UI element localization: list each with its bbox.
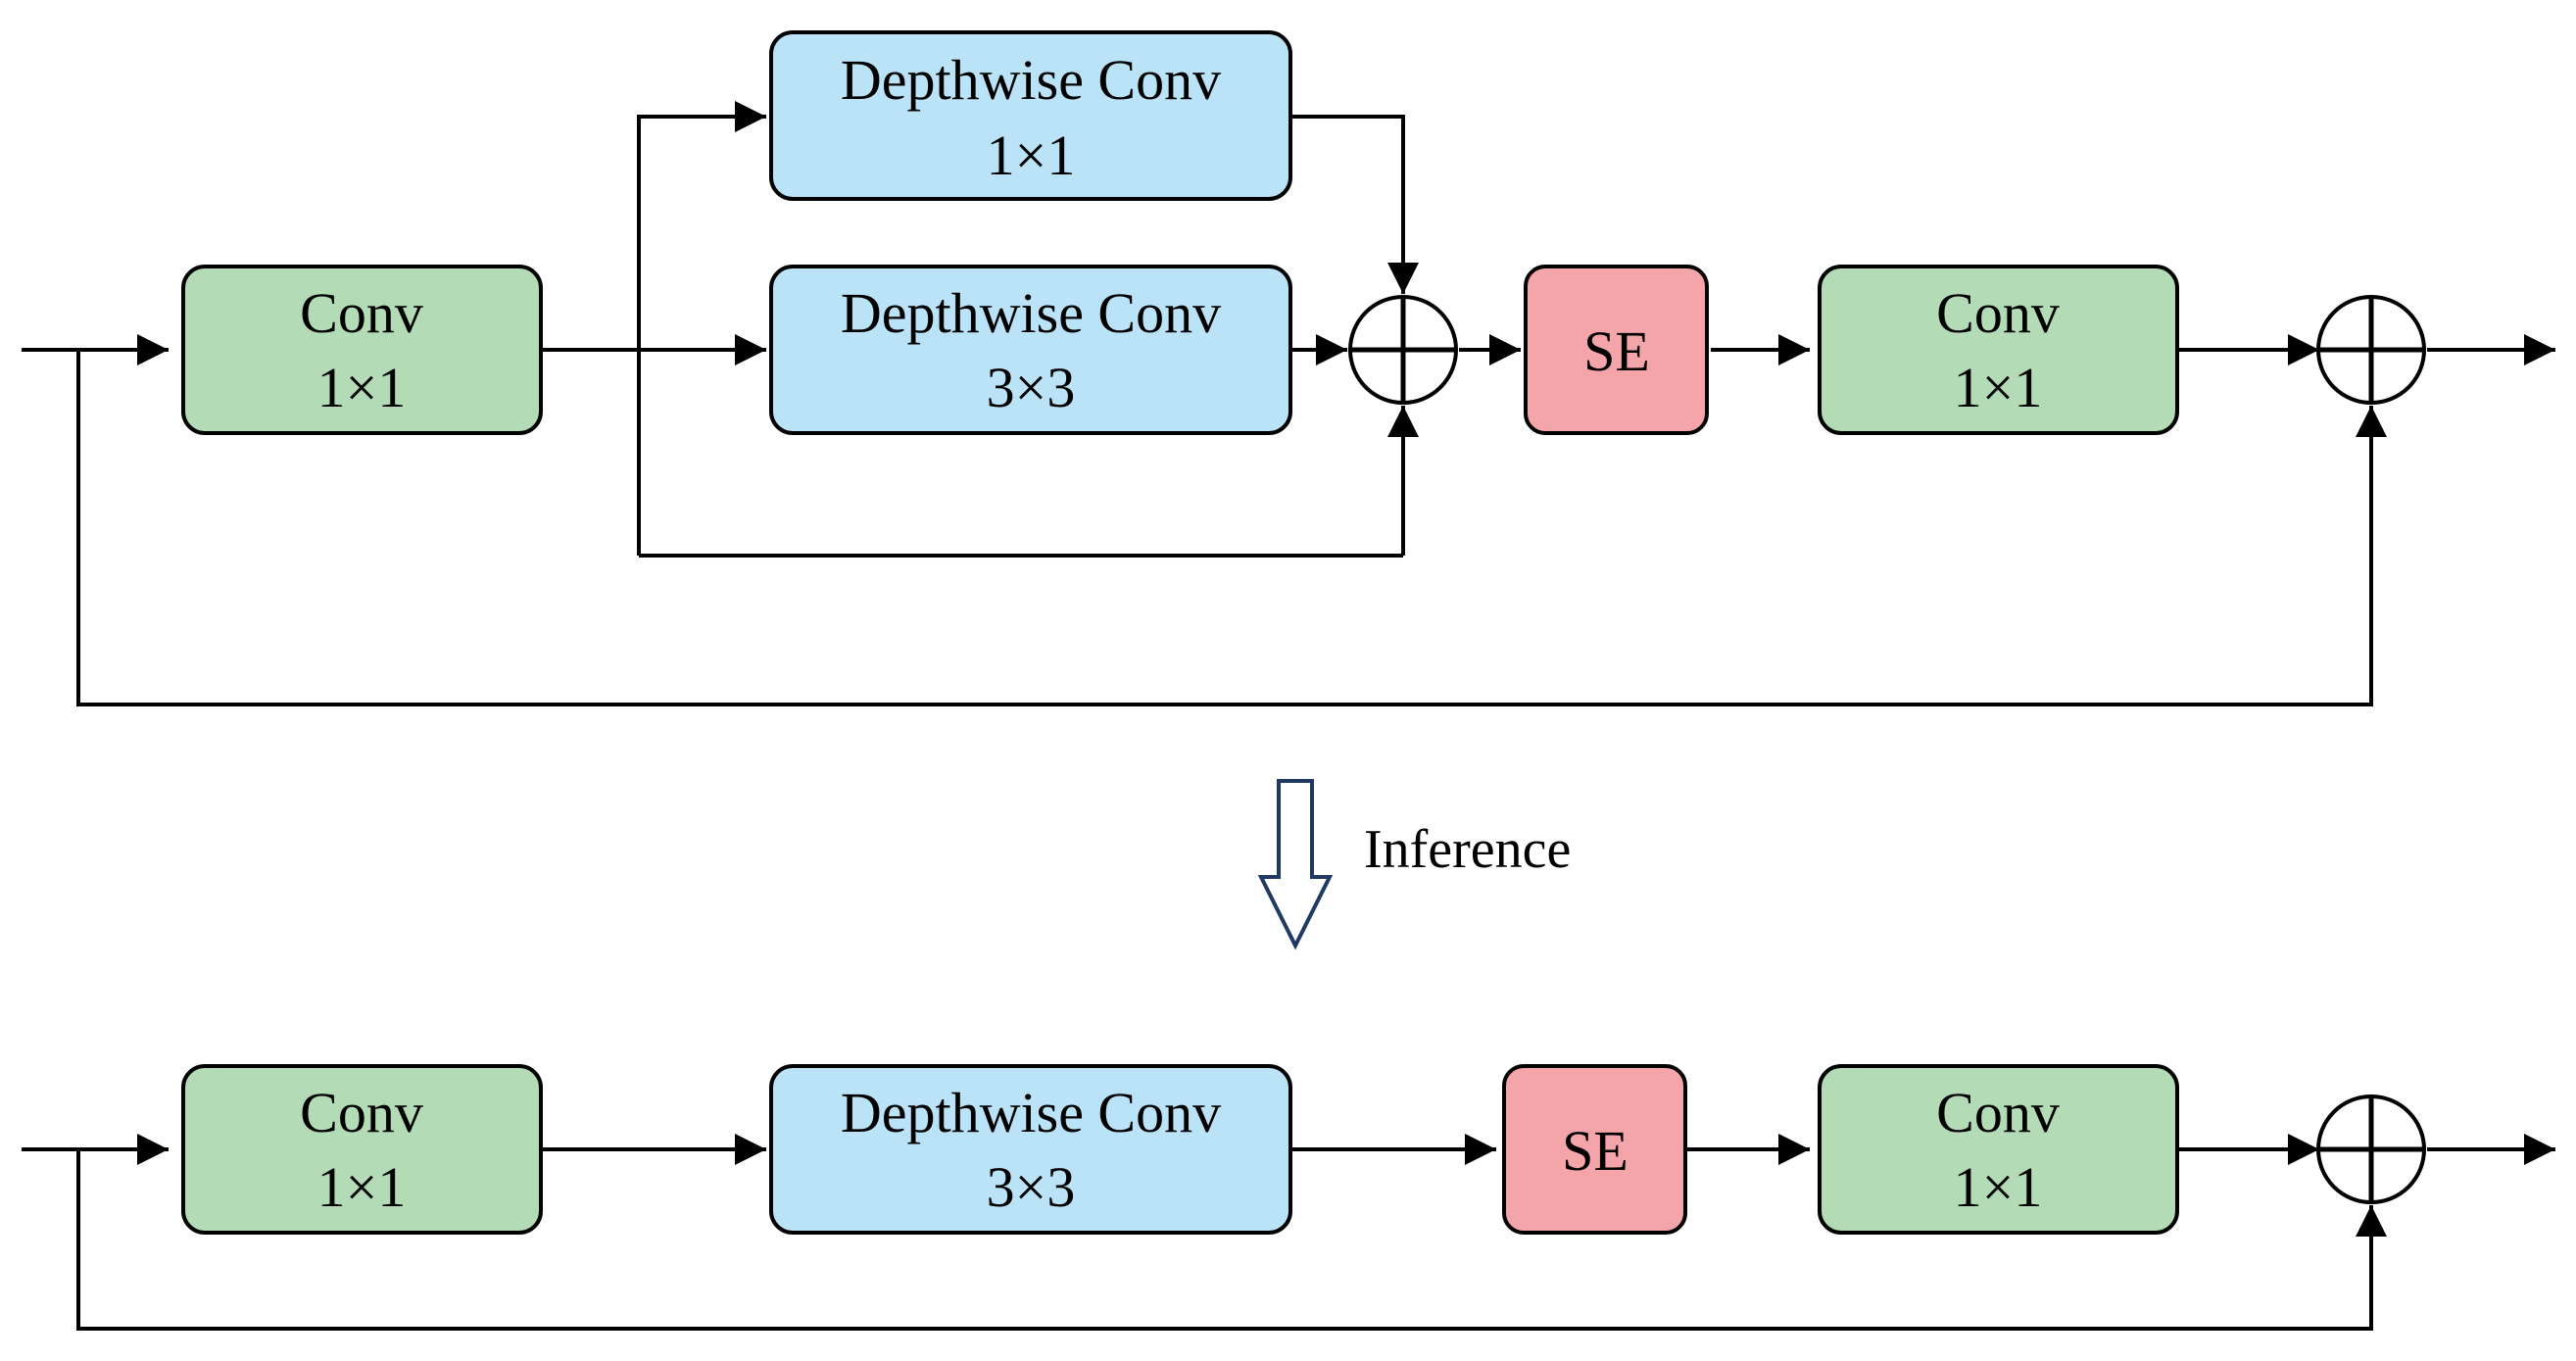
box-label-line2: 3×3: [987, 1155, 1076, 1219]
se-label: SE: [1583, 319, 1650, 383]
dw1x1-to-add-wire: [1290, 115, 1419, 294]
residual-shortcut-wire: [76, 1149, 2387, 1331]
residual-shortcut-wire: [76, 350, 2387, 706]
se-box: SE: [1524, 265, 1709, 435]
box-label-line1: Conv: [1936, 281, 2060, 345]
box-label-line1: Conv: [300, 281, 423, 345]
inference-label: Inference: [1364, 819, 1571, 880]
box-label-line1: Conv: [1936, 1081, 2060, 1144]
box-label-line2: 1×1: [317, 1155, 407, 1219]
depthwise-conv-1x1-box: Depthwise Conv 1×1: [769, 30, 1292, 201]
depthwise-conv-3x3-box: Depthwise Conv 3×3: [769, 1064, 1292, 1235]
hollow-down-arrow-icon: [1257, 779, 1334, 950]
box-label-line2: 1×1: [1954, 1155, 2043, 1219]
se-label: SE: [1562, 1119, 1628, 1183]
training-block: Conv 1×1 Depthwise Conv 1×1 Depthwise Co…: [22, 30, 2555, 706]
conv-1x1-input-box: Conv 1×1: [181, 265, 543, 435]
residual-add-node: [2316, 1094, 2426, 1204]
branch-to-dw1x1-wire: [637, 101, 766, 556]
box-label-line2: 1×1: [1954, 356, 2043, 419]
box-label-line2: 1×1: [987, 123, 1076, 187]
inference-block: Conv 1×1 Depthwise Conv 3×3 SE Conv 1×1: [22, 1064, 2555, 1331]
se-box: SE: [1502, 1064, 1687, 1235]
box-label-line1: Depthwise Conv: [841, 281, 1221, 345]
conv-1x1-input-box: Conv 1×1: [181, 1064, 543, 1235]
residual-add-node: [2316, 295, 2426, 405]
conv-1x1-output-box: Conv 1×1: [1818, 265, 2179, 435]
box-label-line1: Depthwise Conv: [841, 48, 1221, 112]
depthwise-conv-3x3-box: Depthwise Conv 3×3: [769, 265, 1292, 435]
conv-1x1-output-box: Conv 1×1: [1818, 1064, 2179, 1235]
branch-add-node: [1348, 295, 1458, 405]
inference-transition: Inference: [1257, 779, 1571, 950]
box-label-line2: 3×3: [987, 356, 1076, 419]
box-label-line1: Conv: [300, 1081, 423, 1144]
box-label-line1: Depthwise Conv: [841, 1081, 1221, 1144]
box-label-line2: 1×1: [317, 356, 407, 419]
